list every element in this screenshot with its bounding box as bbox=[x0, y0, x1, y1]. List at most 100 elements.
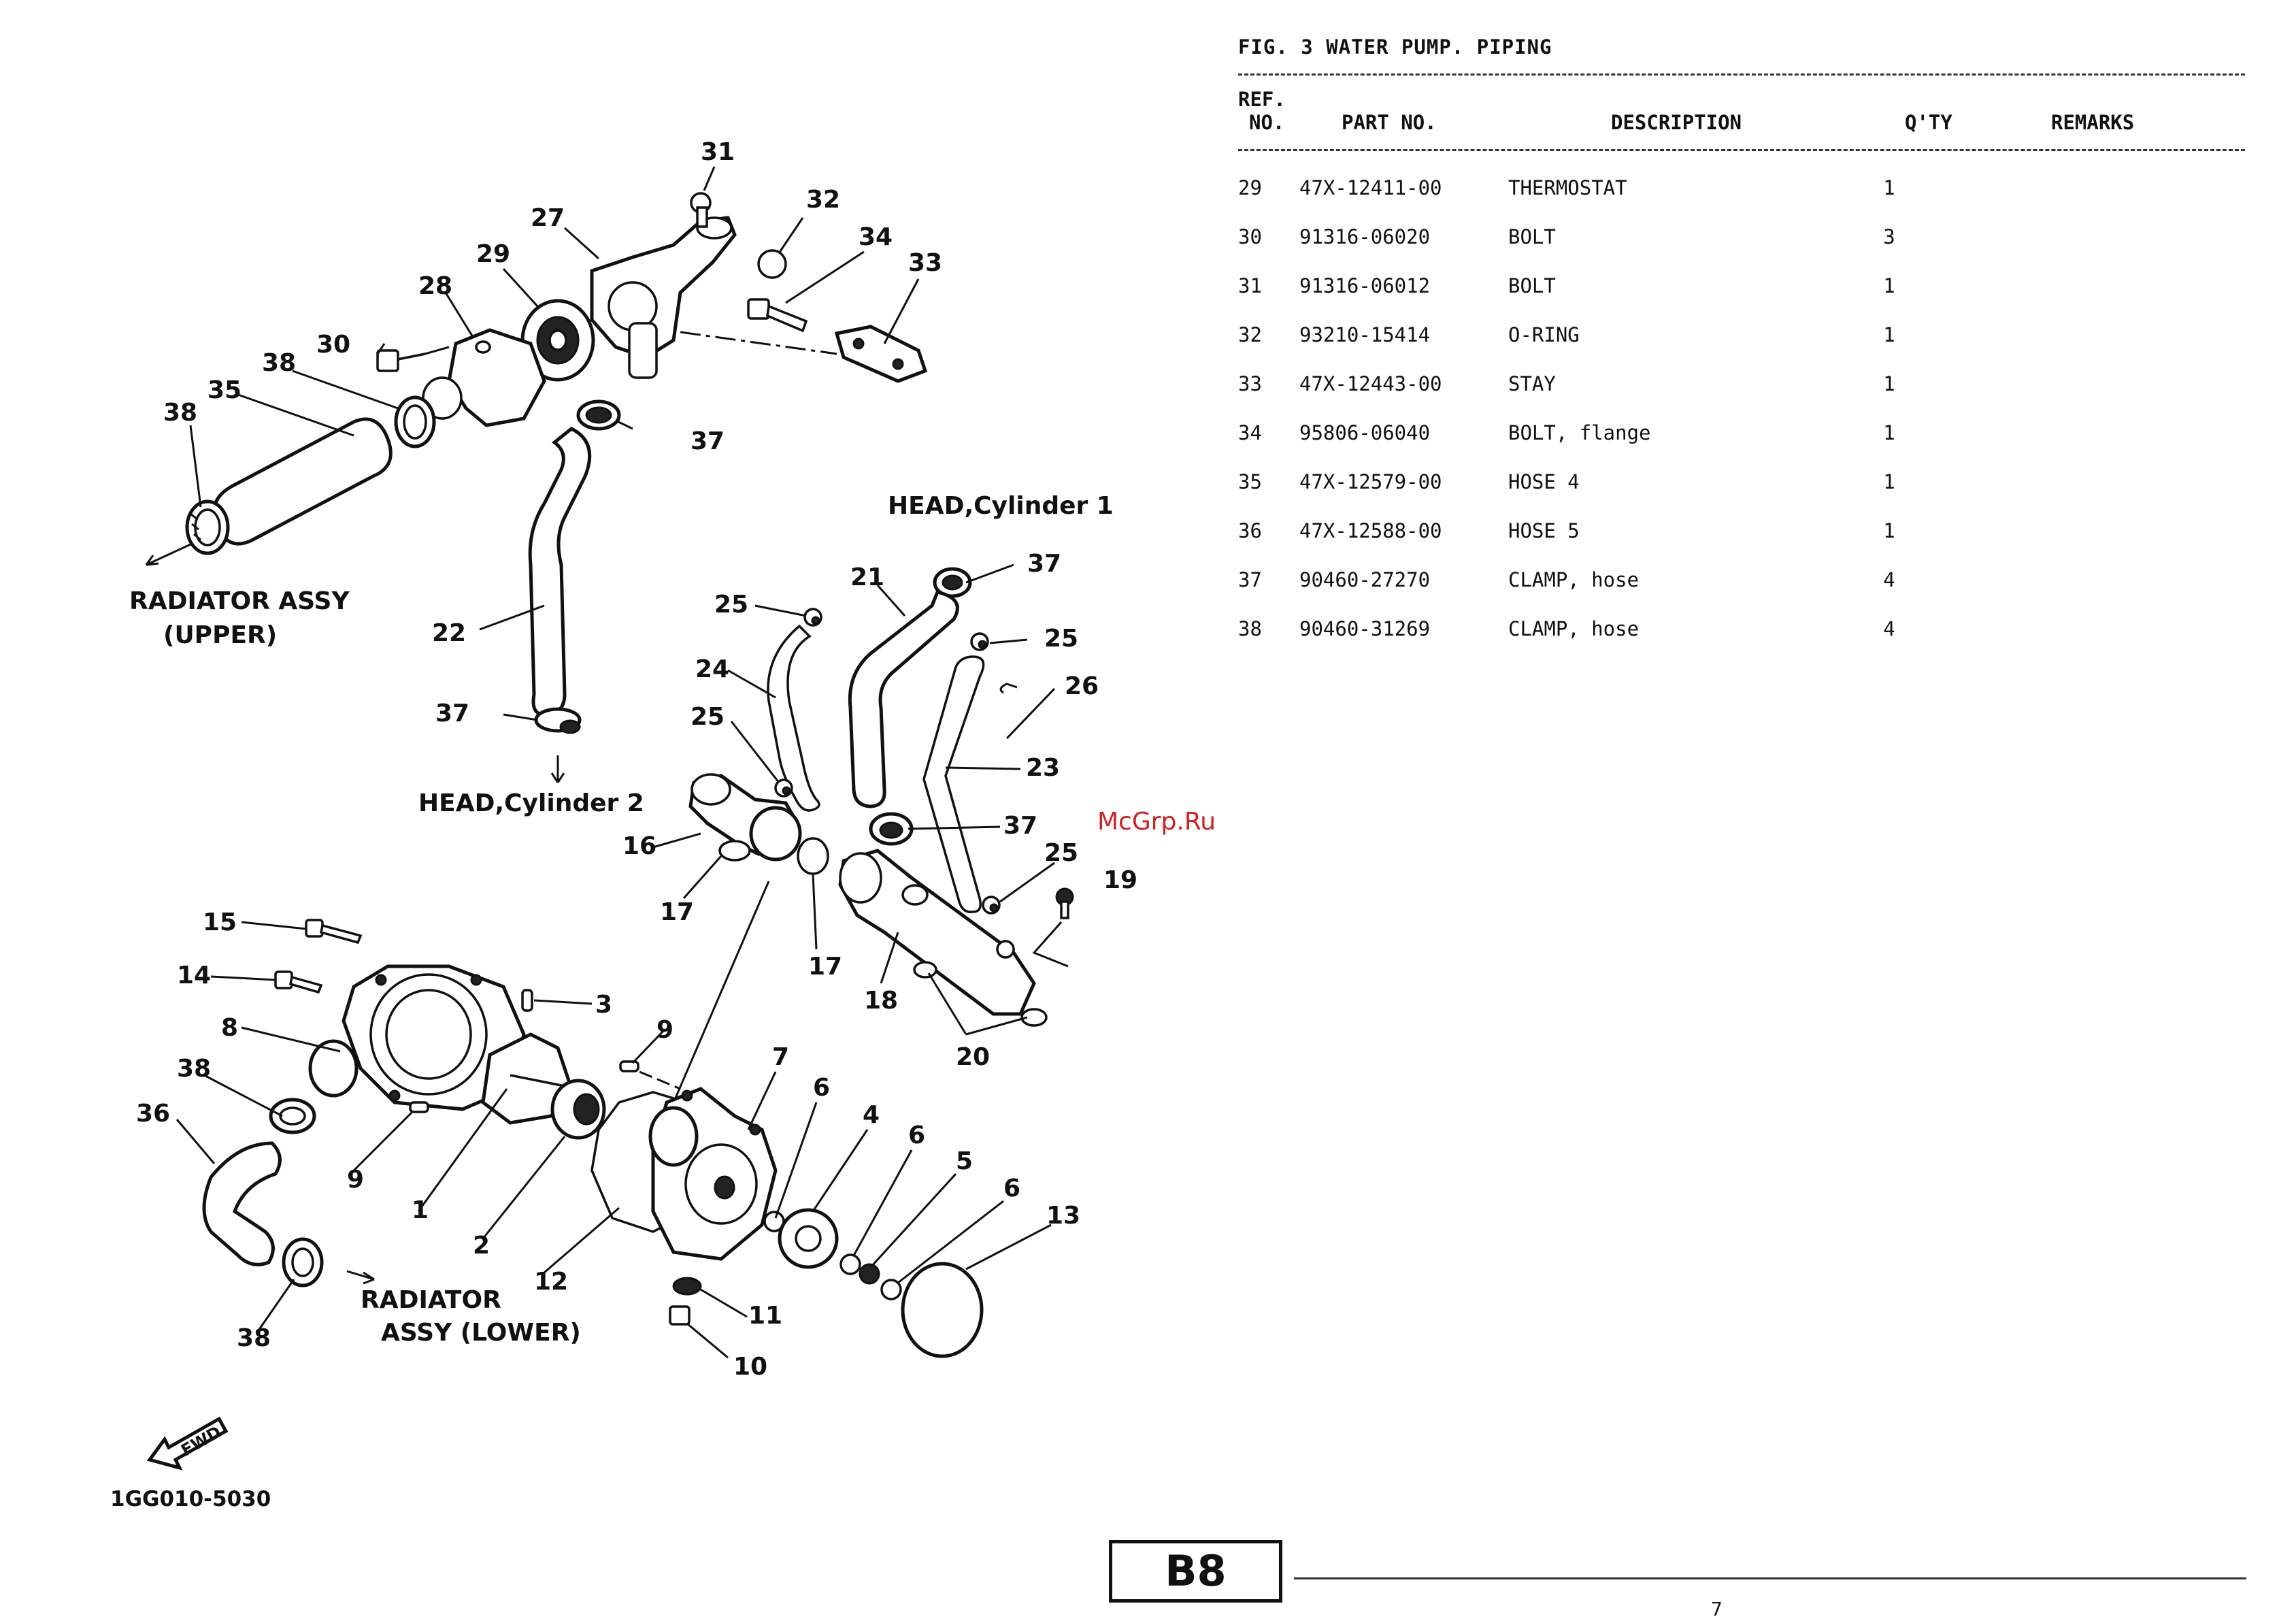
callout-22: 22 bbox=[432, 619, 466, 647]
header-part-no: PART NO. bbox=[1342, 111, 1437, 134]
bolt-15-part bbox=[305, 919, 363, 945]
callout-25-d: 25 bbox=[1044, 839, 1078, 867]
callout-16: 16 bbox=[622, 832, 656, 860]
cell-description: HOSE 5 bbox=[1508, 519, 1580, 542]
cell-remarks bbox=[1910, 261, 2114, 310]
dowel-3-part bbox=[521, 989, 533, 1012]
cell-part-no: 47X-12579-00 bbox=[1299, 470, 1442, 493]
clamp-25-b-part bbox=[970, 632, 989, 651]
figure-title: FIG. 3 WATER PUMP. PIPING bbox=[1238, 35, 1552, 59]
callout-37-b: 37 bbox=[435, 700, 469, 727]
cell-qty: 1 bbox=[1883, 421, 1895, 444]
label-radiator-lower-line1: RADIATOR bbox=[361, 1286, 501, 1314]
cell-remarks bbox=[1910, 359, 2114, 408]
cell-description: O-RING bbox=[1508, 323, 1580, 346]
callout-9-b: 9 bbox=[347, 1166, 364, 1194]
cell-part-no: 90460-27270 bbox=[1299, 568, 1431, 591]
o-ring-17-left-part bbox=[718, 840, 751, 862]
callout-19: 19 bbox=[1103, 866, 1137, 894]
cell-qty: 1 bbox=[1883, 274, 1895, 297]
clamp-38-lower-top-part bbox=[269, 1098, 316, 1134]
dowel-9-right-part bbox=[619, 1060, 639, 1072]
callout-29: 29 bbox=[476, 240, 510, 268]
label-radiator-upper-line1: RADIATOR ASSY bbox=[129, 587, 350, 615]
cell-description: HOSE 4 bbox=[1508, 470, 1580, 493]
cell-remarks bbox=[1910, 163, 2114, 212]
drawing-code: 1GG010-5030 bbox=[110, 1487, 271, 1511]
header-remarks: REMARKS bbox=[2051, 111, 2135, 134]
bolt-31-part bbox=[690, 192, 712, 228]
cell-part-no: 91316-06012 bbox=[1299, 274, 1431, 297]
radiator-upper-arrow bbox=[145, 543, 191, 566]
bolt-30-part bbox=[376, 346, 450, 372]
cell-part-no: 91316-06020 bbox=[1299, 225, 1431, 248]
label-radiator-lower-line2: ASSY (LOWER) bbox=[381, 1319, 581, 1347]
cell-ref: 32 bbox=[1238, 323, 1262, 346]
cell-remarks bbox=[1910, 212, 2114, 261]
parts-list: FIG. 3 WATER PUMP. PIPING REF. NO. PART … bbox=[1238, 27, 2245, 653]
section-box: B8 bbox=[1109, 1540, 1282, 1603]
clamp-38-upper-right-part bbox=[394, 395, 436, 448]
page-number: 7 bbox=[1711, 1598, 1723, 1620]
callout-15: 15 bbox=[203, 908, 237, 936]
callout-28: 28 bbox=[418, 272, 452, 300]
thermostat-housing-part bbox=[590, 216, 737, 379]
footer-rule bbox=[1294, 1577, 2246, 1579]
table-top-rule bbox=[1238, 73, 2245, 76]
callout-34: 34 bbox=[859, 223, 893, 251]
callout-33: 33 bbox=[908, 249, 942, 277]
table-header-rule bbox=[1238, 149, 2245, 151]
washer-6-c-part bbox=[880, 1279, 902, 1300]
bolt-flange-34-part bbox=[747, 298, 808, 333]
callout-8: 8 bbox=[221, 1014, 238, 1042]
header-ref-no: NO. bbox=[1249, 111, 1285, 134]
stay-axis-line bbox=[680, 331, 837, 355]
cell-remarks bbox=[1910, 310, 2114, 359]
hose-23-part bbox=[922, 655, 985, 913]
cell-description: BOLT bbox=[1508, 225, 1556, 248]
bolt-14-part bbox=[274, 970, 323, 994]
o-ring-17-right-part bbox=[797, 837, 829, 875]
callout-4: 4 bbox=[863, 1101, 880, 1129]
cell-qty: 4 bbox=[1883, 617, 1895, 640]
clamp-25-c-part bbox=[774, 778, 793, 798]
callout-13: 13 bbox=[1046, 1202, 1080, 1230]
callout-5: 5 bbox=[956, 1147, 973, 1175]
callout-25-a: 25 bbox=[714, 591, 748, 619]
radiator-lower-arrow bbox=[346, 1270, 375, 1285]
callout-32: 32 bbox=[806, 186, 840, 214]
callout-21: 21 bbox=[850, 563, 884, 591]
callout-26: 26 bbox=[1065, 672, 1099, 700]
clamp-37-right-top-part bbox=[933, 567, 972, 598]
callout-2: 2 bbox=[473, 1232, 490, 1260]
fwd-arrow-icon: FWD bbox=[144, 1398, 233, 1476]
callout-37-d: 37 bbox=[1003, 812, 1037, 840]
header-ref: REF. bbox=[1238, 88, 1286, 111]
cell-qty: 1 bbox=[1883, 470, 1895, 493]
hose-24-part bbox=[767, 624, 820, 812]
callout-36: 36 bbox=[136, 1100, 170, 1128]
bolt-19-part bbox=[1055, 887, 1074, 919]
cell-remarks bbox=[1910, 457, 2114, 506]
header-qty: Q'TY bbox=[1905, 111, 1952, 134]
leader-lines bbox=[176, 166, 1056, 1359]
callout-6-c: 6 bbox=[1003, 1175, 1020, 1202]
cell-remarks bbox=[1910, 604, 2114, 653]
cell-ref: 36 bbox=[1238, 519, 1262, 542]
callout-37-c: 37 bbox=[1027, 550, 1061, 578]
cell-qty: 1 bbox=[1883, 176, 1895, 199]
callout-11: 11 bbox=[748, 1302, 782, 1330]
cell-ref: 29 bbox=[1238, 176, 1262, 199]
seal-2-part bbox=[550, 1079, 606, 1140]
line-26 bbox=[999, 683, 1018, 694]
thermostat-cover-part bbox=[422, 328, 546, 427]
cell-remarks bbox=[1910, 555, 2114, 604]
cell-part-no: 90460-31269 bbox=[1299, 617, 1431, 640]
exploded-diagram: 31 32 27 34 29 33 28 30 38 35 38 37 22 3… bbox=[129, 138, 1137, 1381]
